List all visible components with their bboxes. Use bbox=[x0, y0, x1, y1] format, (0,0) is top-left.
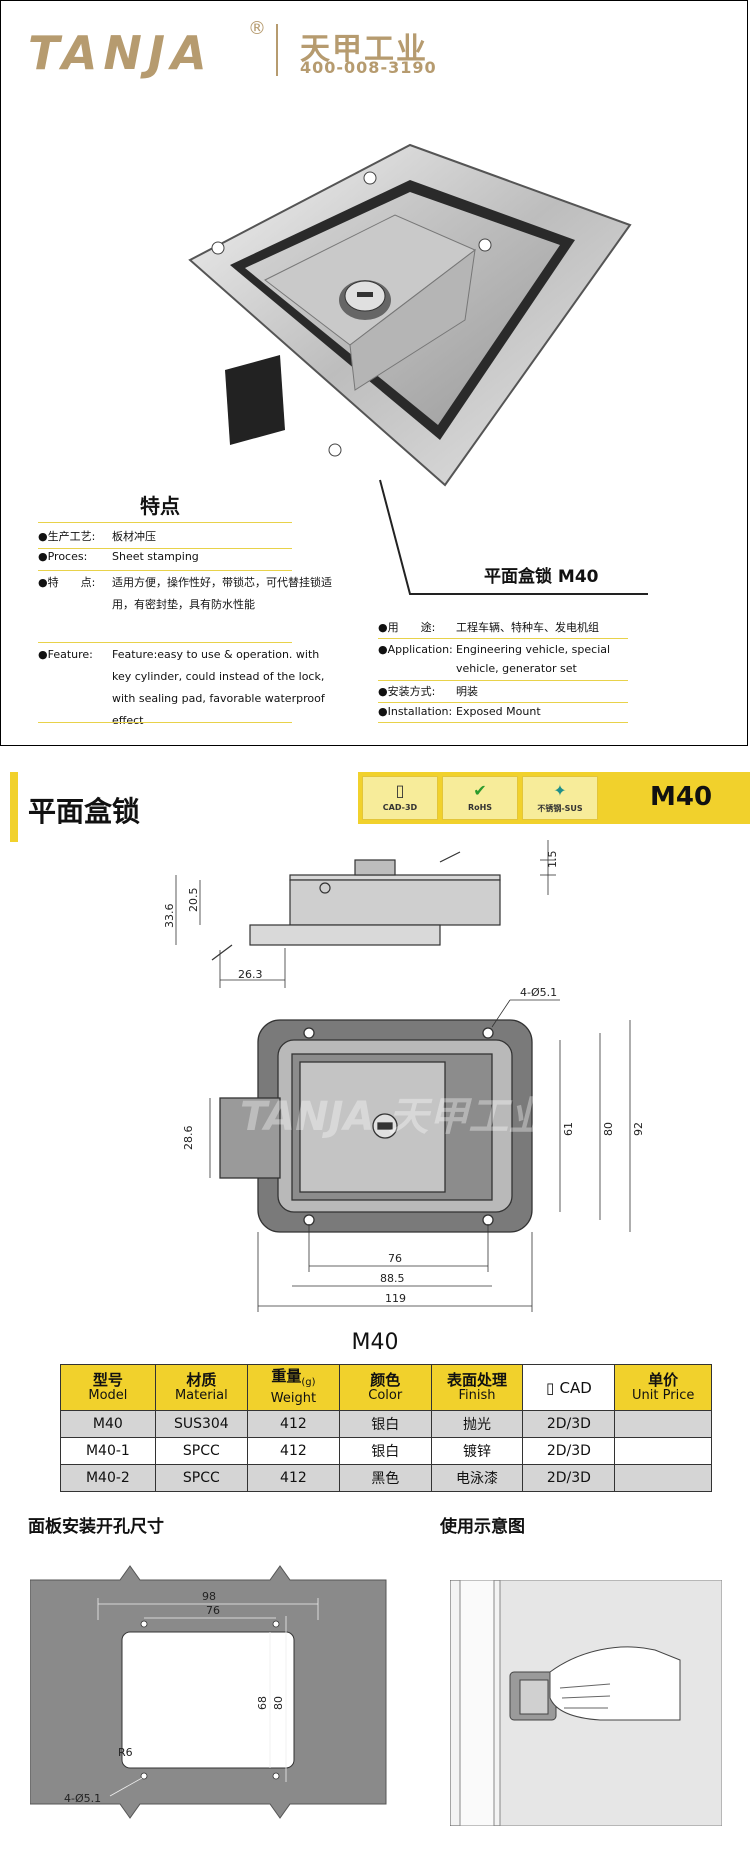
dim-88-5: 88.5 bbox=[380, 1272, 405, 1285]
dim-33-6: 33.6 bbox=[163, 904, 176, 929]
dim-1-5: 1.5 bbox=[546, 851, 559, 869]
technical-drawing: 1.5 20.5 33.6 26.3 TANJA 天甲工业 4-Ø5.1 28.… bbox=[163, 840, 645, 1312]
banner-title: 平面盒锁 bbox=[28, 795, 141, 828]
brand-phone: 400-008-3190 bbox=[300, 58, 437, 77]
drawing-watermark: TANJA 天甲工业 bbox=[240, 1094, 552, 1140]
product-photo bbox=[188, 143, 632, 487]
product-model-title: 平面盒锁 M40 bbox=[484, 567, 599, 587]
badge-rohs: ✔ RoHS bbox=[442, 776, 518, 820]
cutout-title: 面板安装开孔尺寸 bbox=[28, 1517, 164, 1537]
checkmark-icon: ✔ bbox=[473, 781, 487, 800]
panel-cutout-diagram: 98 76 68 80 R6 4-Ø5.1 bbox=[30, 1565, 387, 1819]
cutout-dim-98: 98 bbox=[202, 1590, 216, 1603]
registered-mark: ® bbox=[248, 18, 266, 39]
dim-80: 80 bbox=[602, 1122, 615, 1136]
brand-cn-name: 天甲工业 bbox=[300, 32, 428, 67]
cutout-dim-76: 76 bbox=[206, 1604, 220, 1617]
banner-accent bbox=[10, 772, 18, 842]
cutout-dim-r6: R6 bbox=[118, 1746, 133, 1759]
product-intro-frame bbox=[0, 0, 748, 746]
star-icon: ✦ bbox=[553, 781, 567, 800]
col-cad: ▯ CAD bbox=[522, 1364, 616, 1411]
cutout-dim-68: 68 bbox=[256, 1696, 269, 1710]
logo-divider bbox=[276, 24, 278, 76]
drawing-title: M40 bbox=[351, 1330, 399, 1355]
usage-title: 使用示意图 bbox=[440, 1517, 525, 1537]
banner-model: M40 bbox=[650, 782, 713, 812]
features-title: 特点 bbox=[140, 494, 180, 518]
cutout-dim-80: 80 bbox=[272, 1696, 285, 1710]
cutout-dim-holes: 4-Ø5.1 bbox=[64, 1792, 101, 1805]
col-weight: 重量(g)Weight bbox=[246, 1364, 340, 1411]
document-icon: ▯ bbox=[546, 1378, 555, 1397]
badge-sus: ✦ 不锈钢-SUS bbox=[522, 776, 598, 820]
callout-line bbox=[379, 479, 648, 595]
brand-logo: TANJA bbox=[28, 26, 213, 80]
dim-61: 61 bbox=[562, 1122, 575, 1136]
badge-cad: ▯ CAD-3D bbox=[362, 776, 438, 820]
usage-illustration bbox=[450, 1580, 722, 1826]
dim-26-3: 26.3 bbox=[238, 968, 263, 981]
dim-20-5: 20.5 bbox=[187, 888, 200, 913]
document-icon: ▯ bbox=[395, 781, 405, 800]
dim-119: 119 bbox=[385, 1292, 406, 1305]
dim-92: 92 bbox=[632, 1122, 645, 1136]
dim-28-6: 28.6 bbox=[182, 1126, 195, 1151]
dim-76: 76 bbox=[388, 1252, 402, 1265]
dim-holes: 4-Ø5.1 bbox=[520, 986, 557, 999]
